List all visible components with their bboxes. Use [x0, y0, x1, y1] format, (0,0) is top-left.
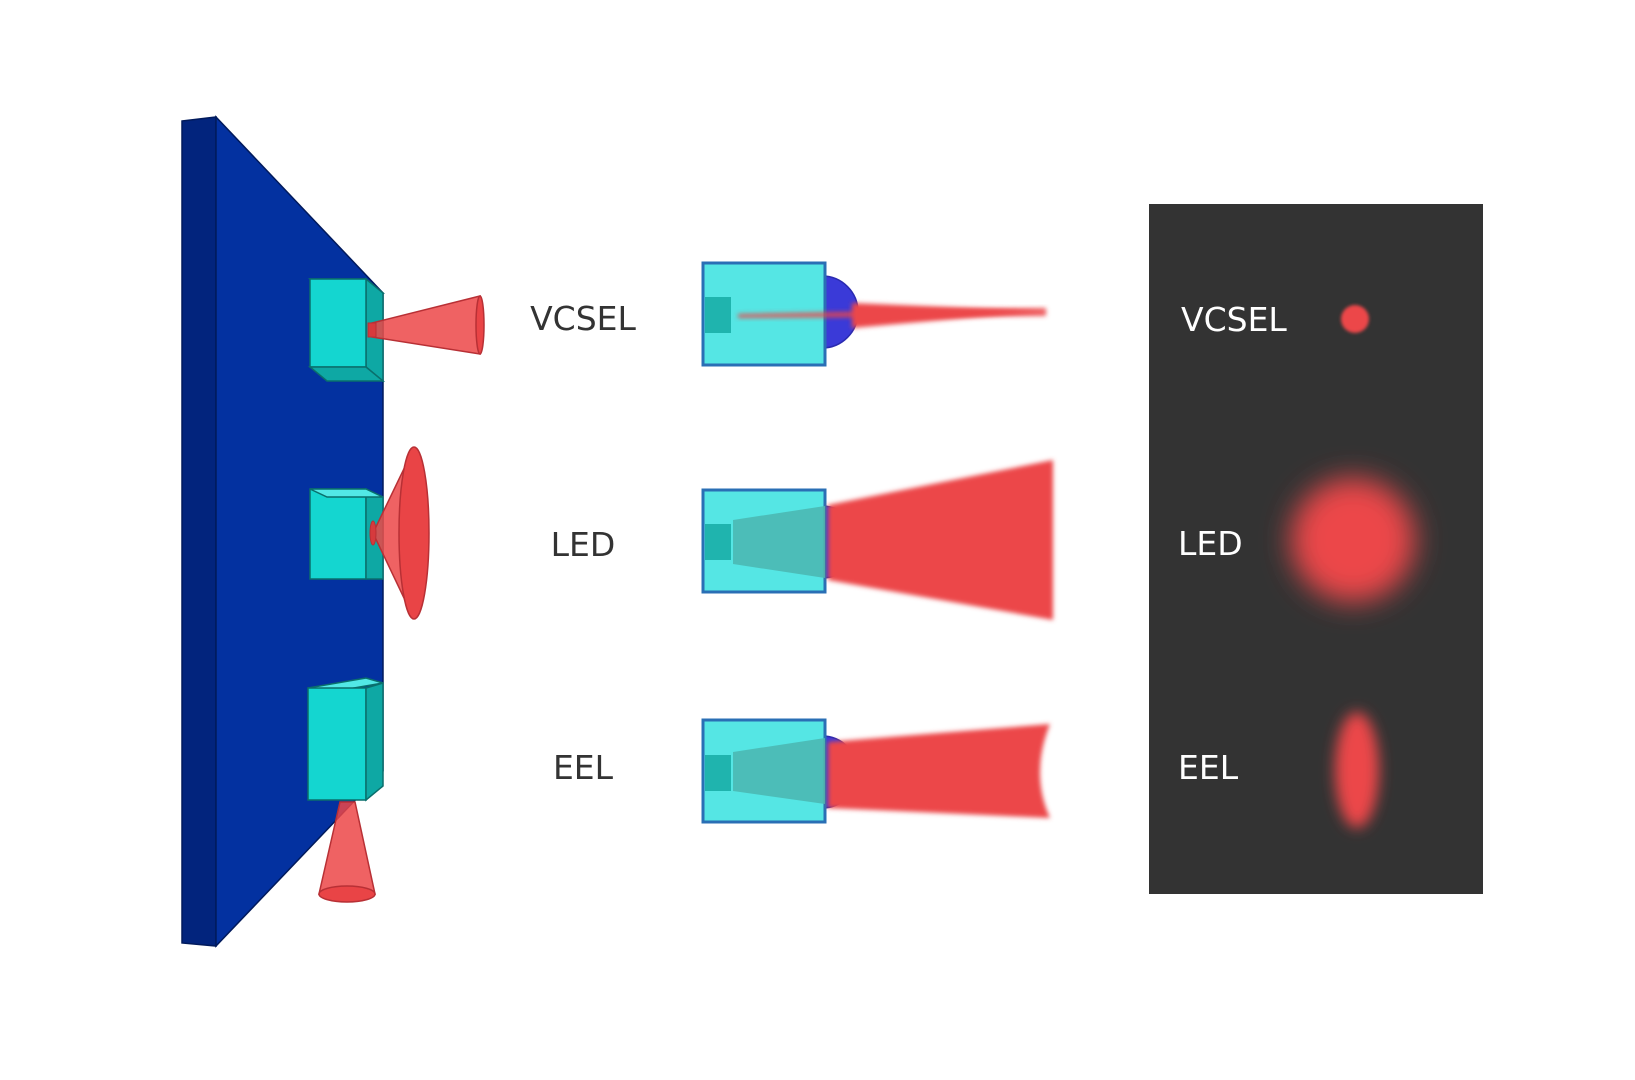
vcsel-emitter — [701, 261, 1046, 367]
active-region — [705, 524, 731, 560]
panel-led-label: LED — [1178, 524, 1243, 563]
eel-label: EEL — [553, 748, 614, 787]
chip-front — [309, 488, 367, 580]
board-eel-beam — [318, 801, 376, 903]
beam-inside — [733, 738, 825, 804]
active-region — [705, 297, 731, 333]
eel-spot — [1335, 712, 1379, 828]
board-edge — [181, 116, 217, 947]
vcsel-spot — [1341, 305, 1369, 333]
panel-vcsel-label: VCSEL — [1181, 300, 1287, 339]
led-spot — [1291, 478, 1415, 602]
board-eel-chip — [307, 677, 384, 802]
active-region — [705, 755, 731, 791]
eel-emitter — [701, 718, 1050, 824]
chip-bottom-face — [307, 366, 386, 382]
beam — [828, 460, 1053, 620]
chip-front — [307, 687, 367, 801]
chip-top — [309, 488, 384, 498]
panel-eel-label: EEL — [1178, 748, 1239, 787]
board-led-chip — [309, 487, 384, 580]
vcsel-label: VCSEL — [530, 299, 636, 338]
chip-front — [309, 278, 367, 368]
beam-inside — [733, 506, 825, 578]
board-vcsel-chip — [307, 277, 386, 383]
board-led-beam — [369, 446, 430, 620]
beam — [828, 724, 1050, 818]
led-label: LED — [551, 525, 616, 564]
led-emitter — [701, 460, 1053, 620]
beam-outside — [852, 303, 1046, 328]
board-vcsel-beam — [367, 295, 485, 355]
chip-side — [365, 681, 384, 802]
